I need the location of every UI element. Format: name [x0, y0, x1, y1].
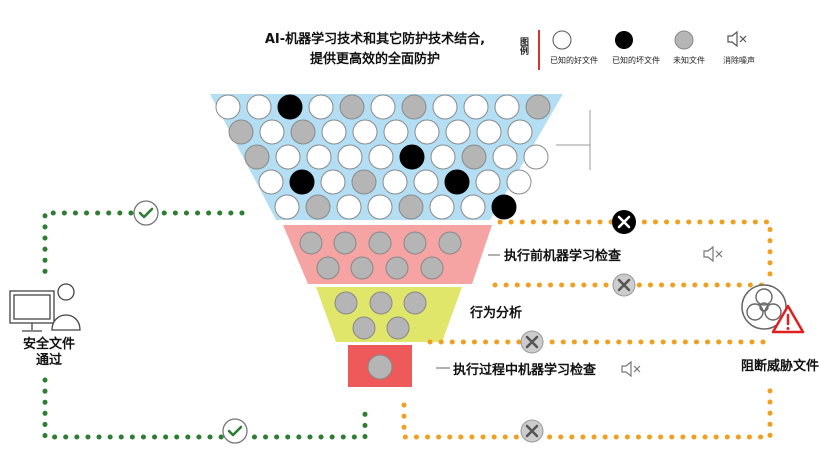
good-file-ball	[321, 119, 347, 145]
unknown-file-ball	[228, 119, 254, 145]
funnel-bracket	[556, 110, 591, 170]
good-file-ball	[383, 119, 409, 145]
good-file-ball	[429, 194, 455, 220]
good-file-ball	[259, 119, 285, 145]
block-x-icon	[612, 273, 636, 297]
good-file-ball	[475, 169, 501, 195]
good-file-ball	[337, 144, 363, 170]
speaker-muted-icon	[727, 30, 747, 48]
white-circle-icon	[552, 30, 572, 50]
good-file-ball	[274, 194, 300, 220]
good-file-ball	[382, 169, 408, 195]
good-file-ball	[306, 144, 332, 170]
bad-file-ball	[399, 144, 425, 170]
good-file-ball	[460, 194, 486, 220]
computer-user-icon	[9, 283, 81, 332]
legend-divider	[538, 30, 540, 70]
orange-block-path	[401, 219, 773, 440]
safe-files-line-1: 安全文件	[22, 337, 75, 352]
title-line-2: 提供更高效的全面防护	[309, 52, 440, 67]
speaker-muted-icon	[703, 245, 723, 263]
unknown-file-ball	[244, 144, 270, 170]
green-safe-path	[42, 210, 368, 440]
block-x-icon	[520, 330, 544, 354]
stage-pre-exec-label: 执行前机器学习检查	[504, 249, 622, 264]
stage-behavior-balls	[334, 291, 427, 340]
warning-icon	[771, 304, 805, 334]
unknown-file-ball	[401, 94, 427, 120]
good-file-ball	[463, 94, 489, 120]
unknown-file-ball	[461, 144, 487, 170]
good-file-ball	[430, 144, 456, 170]
good-file-ball	[523, 144, 549, 170]
good-file-ball	[506, 169, 532, 195]
black-circle-icon	[615, 31, 633, 49]
stage-runtime-label: 执行过程中机器学习检查	[453, 363, 597, 378]
bad-file-ball	[289, 169, 315, 195]
block-x-icon	[520, 419, 544, 443]
good-file-ball	[352, 119, 378, 145]
good-file-ball	[215, 94, 241, 120]
biohazard-icon	[741, 284, 787, 330]
good-file-ball	[246, 94, 272, 120]
good-file-ball	[336, 194, 362, 220]
good-file-ball	[492, 144, 518, 170]
good-file-ball	[414, 119, 440, 145]
good-file-ball	[370, 94, 396, 120]
bad-file-ball	[277, 94, 303, 120]
good-file-ball	[445, 119, 471, 145]
gray-circle-icon	[674, 30, 694, 50]
block-threats-label: 阻断威胁文件	[740, 359, 819, 374]
good-file-ball	[320, 169, 346, 195]
legend-label-good: 已知的好文件	[550, 56, 598, 65]
good-file-ball	[432, 94, 458, 120]
good-file-ball	[308, 94, 334, 120]
good-file-ball	[413, 169, 439, 195]
funnel-top-balls	[215, 94, 551, 220]
stage-runtime-ball	[367, 354, 393, 380]
unknown-file-ball	[290, 119, 316, 145]
legend-label-noise: 消除噪声	[723, 56, 755, 65]
legend-tag: 图例	[518, 37, 528, 55]
stage-pre-exec-balls	[299, 231, 462, 280]
stage-behavior-label: 行为分析	[470, 306, 523, 321]
good-file-ball	[275, 144, 301, 170]
safe-files-line-2: 通过	[35, 353, 62, 368]
unknown-file-ball	[351, 169, 377, 195]
safe-files-label: 安全文件 通过	[14, 337, 84, 369]
good-file-ball	[494, 94, 520, 120]
good-file-ball	[368, 144, 394, 170]
legend-label-unknown: 未知文件	[673, 56, 705, 65]
speaker-muted-icon	[621, 360, 641, 378]
unknown-file-ball	[339, 94, 365, 120]
diagram-title: AI-机器学习技术和其它防护技术结合, 提供更高效的全面防护	[210, 30, 540, 70]
block-x-icon	[612, 210, 636, 234]
good-file-ball	[258, 169, 284, 195]
bad-file-ball	[444, 169, 470, 195]
title-line-1: AI-机器学习技术和其它防护技术结合,	[264, 32, 486, 47]
unknown-file-ball	[305, 194, 331, 220]
check-icon	[133, 200, 159, 226]
unknown-file-ball	[525, 94, 551, 120]
check-icon	[222, 418, 248, 444]
legend-label-bad: 已知的坏文件	[612, 56, 660, 65]
unknown-file-ball	[398, 194, 424, 220]
good-file-ball	[507, 119, 533, 145]
bad-file-ball	[491, 194, 517, 220]
good-file-ball	[367, 194, 393, 220]
good-file-ball	[476, 119, 502, 145]
